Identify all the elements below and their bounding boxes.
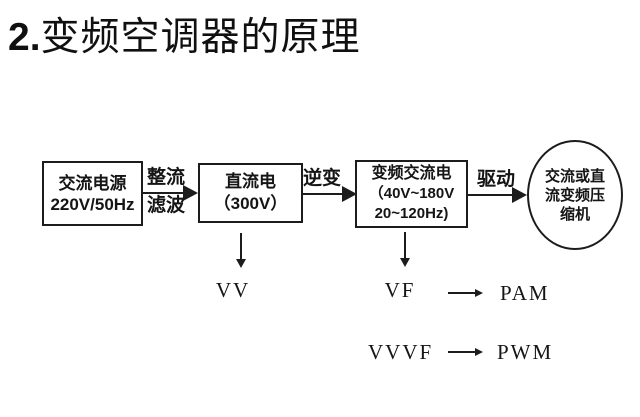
- arrow-rectify-label-top: 整流: [147, 167, 186, 188]
- note-vvvf: VVVF: [368, 340, 434, 364]
- note-vv: VV: [215, 278, 251, 302]
- arrow-invert-label: 逆变: [303, 168, 342, 189]
- page-title: 2.变频空调器的原理: [8, 14, 361, 62]
- box-vf-ac-line3: 20~120Hz): [374, 205, 449, 222]
- compressor-line3: 缩机: [559, 205, 590, 223]
- box-vf-ac: 变频交流电 （40V~180V 20~120Hz): [355, 160, 468, 228]
- box-dc-power-line1: 直流电: [225, 172, 276, 191]
- box-dc-power-line2: （300V）: [213, 194, 288, 213]
- arrow-invert-line: [303, 193, 347, 195]
- compressor-line2: 流变频压: [544, 186, 605, 204]
- arrowhead-right-icon: [475, 348, 483, 356]
- arrow-rectify-line: [143, 192, 187, 194]
- arrow-down-vfac-line: [404, 232, 406, 259]
- arrowhead-right-icon: [183, 185, 198, 201]
- box-ac-power-line2: 220V/50Hz: [50, 194, 135, 214]
- note-vf: VF: [384, 278, 416, 302]
- box-dc-power: 直流电 （300V）: [198, 163, 303, 223]
- box-ac-power-line1: 交流电源: [58, 173, 127, 193]
- arrowhead-down-icon: [236, 259, 246, 268]
- arrow-pam-line: [448, 292, 476, 294]
- title-text: 变频空调器的原理: [40, 16, 361, 59]
- note-pwm: PWM: [497, 340, 554, 364]
- arrowhead-down-icon: [400, 258, 410, 267]
- box-vf-ac-line2: （40V~180V: [368, 185, 455, 202]
- arrow-drive-line: [468, 194, 514, 196]
- arrowhead-right-icon: [512, 187, 527, 203]
- arrowhead-right-icon: [475, 289, 483, 297]
- arrow-down-dc-line: [240, 233, 242, 260]
- arrowhead-right-icon: [342, 186, 357, 202]
- box-ac-power: 交流电源 220V/50Hz: [42, 161, 143, 226]
- title-number: 2.: [8, 16, 41, 59]
- arrow-drive-label: 驱动: [477, 169, 516, 190]
- compressor-line1: 交流或直: [544, 167, 605, 185]
- ellipse-compressor: 交流或直 流变频压 缩机: [527, 140, 623, 250]
- box-vf-ac-line1: 变频交流电: [371, 165, 452, 182]
- arrow-pwm-line: [448, 351, 476, 353]
- note-pam: PAM: [500, 281, 550, 305]
- arrow-rectify-label-bottom: 滤波: [147, 195, 186, 216]
